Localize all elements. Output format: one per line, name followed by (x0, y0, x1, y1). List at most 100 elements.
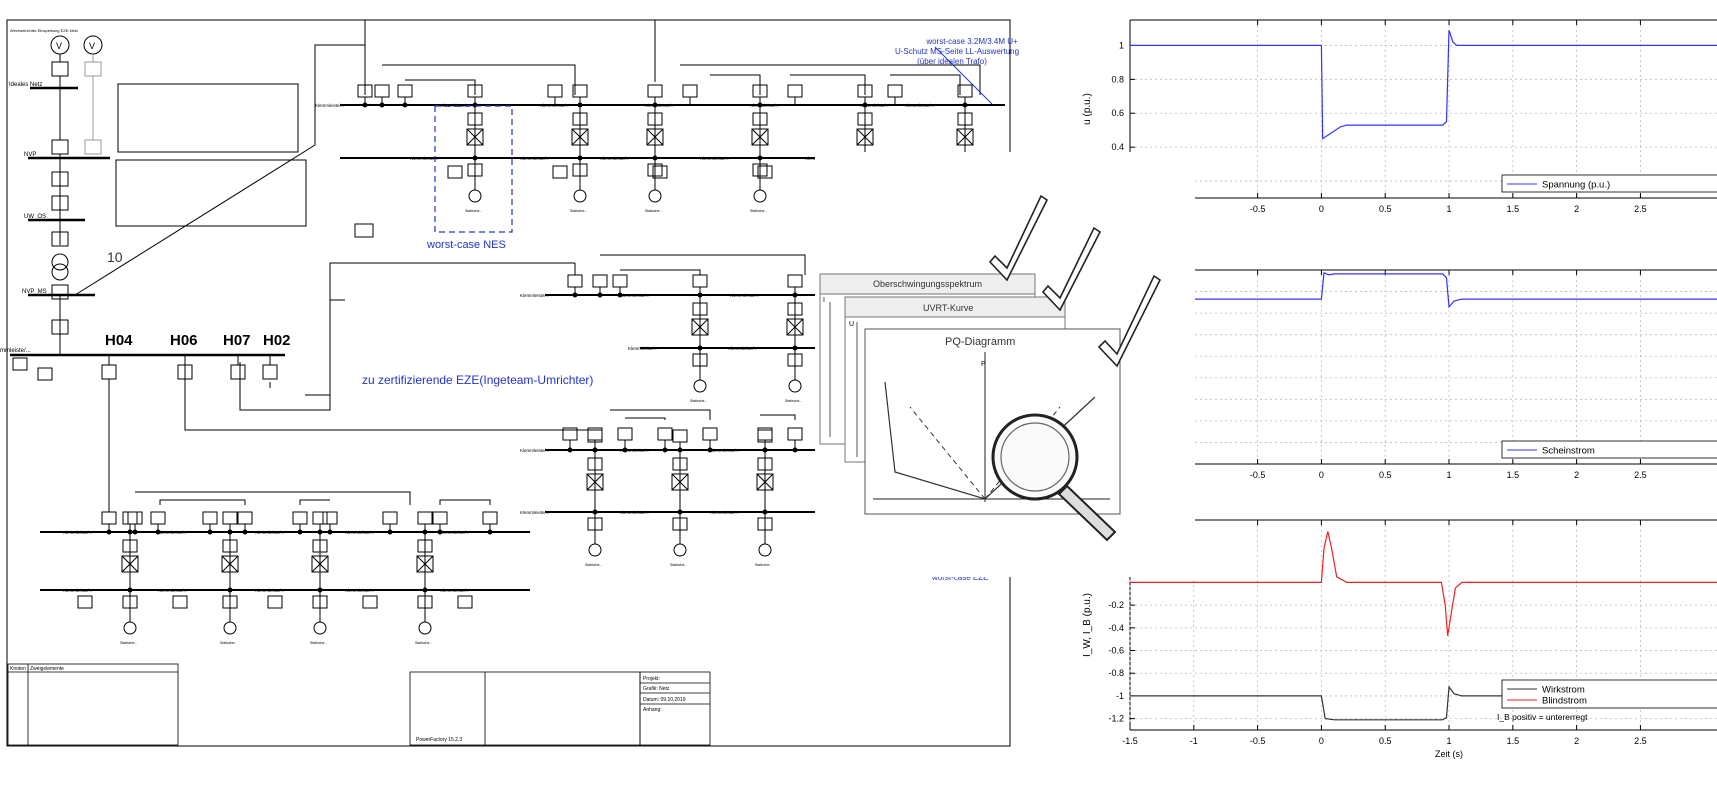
klemmleiste-label: Klemmleiste/... (728, 346, 758, 351)
x-tick-label: -1.5 (1122, 736, 1138, 746)
title-block-powerfactory: PowerFactory 15.2.3 (416, 737, 462, 743)
station-label: Statische... (585, 563, 602, 567)
worst-case-top-line2: U-Schutz MS-Seite LL-Auswertung (895, 47, 1019, 56)
klemmleiste-label: Klemmleiste/... (345, 530, 375, 535)
klemmleiste-label: Klemmleiste/... (860, 103, 890, 108)
transformer-tap-label: 10 (107, 249, 123, 265)
klemmleiste-label: Klemmleiste/... (255, 530, 285, 535)
klemmleiste-label: Klemmleiste/... (158, 588, 188, 593)
klemmleiste-label: Klemmleiste/... (410, 156, 440, 161)
y-tick-label: -0.8 (1108, 668, 1124, 678)
x-tick-label: 0 (1319, 470, 1324, 480)
plot-annotation: I_B positiv = untererregt (1497, 712, 1588, 722)
worst-case-eze-label: worst-case EZE (931, 573, 988, 582)
plot-legend: Spannung (p.u.) (1501, 174, 1717, 193)
checkmark-icon-2 (1041, 226, 1102, 312)
series-line-wirkstrom (1130, 685, 1717, 721)
legend-entry: Blindstrom (1542, 696, 1587, 707)
station-label: Statische... (415, 641, 432, 645)
klemmleiste-label: Klemmleiste/... (520, 448, 550, 453)
station-label: Statische... (645, 209, 662, 213)
klemmleiste-label: Klemmleiste/... (645, 103, 675, 108)
card1-axis-i: I (823, 297, 825, 304)
station-label: Statische... (570, 209, 587, 213)
legend-entry: Spannung (p.u.) (1542, 180, 1610, 191)
klemmleiste-label: Klemmleiste/... (700, 156, 730, 161)
y-tick-label: -0.6 (1108, 646, 1124, 656)
card2-title: UVRT-Kurve (923, 303, 973, 313)
y-tick-label: 0.8 (1111, 74, 1124, 84)
voltage-source-2-label: V (89, 41, 95, 51)
y-tick-label: 0.4 (1111, 142, 1124, 152)
station-label: Statische... (755, 563, 772, 567)
y-tick-label: -0.4 (1108, 623, 1124, 633)
klemmleiste-label: Klemmleiste/... (440, 103, 470, 108)
klemmleiste-label: Klemmleiste/... (63, 588, 93, 593)
klemmleiste-label: Klemmleiste/... (255, 588, 285, 593)
plot-legend: Scheinstrom (1501, 440, 1717, 459)
klemmleiste-label: Klemmleiste/... (600, 156, 630, 161)
legend-entry: Wirkstrom (1542, 685, 1585, 696)
network-schematic: Wechselrichter-Einspeisung EZE-Netz V V … (0, 19, 1019, 747)
worst-case-nes-label: worst-case NES (426, 239, 506, 251)
klemmleiste-label: Klemmleiste/... (520, 156, 550, 161)
title-block (7, 663, 711, 746)
x-tick-label: 2 (1574, 470, 1579, 480)
x-tick-label: 1 (1447, 736, 1452, 746)
feeder-label-h04: H04 (105, 332, 133, 349)
y-tick-label: -1.2 (1108, 714, 1124, 724)
card2-axis-u: U (849, 321, 854, 328)
klemmleiste-label: Klemmleiste/... (540, 103, 570, 108)
x-tick-label: 1 (1447, 470, 1452, 480)
title-block-projekt: Projekt: (643, 676, 660, 682)
klemmleiste-label: Klemmleiste/... (440, 530, 470, 535)
x-tick-label: 0.5 (1379, 736, 1392, 746)
verification-illustration: Oberschwingungsspektrum I UVRT-Kurve U P… (815, 152, 1195, 577)
klemmleiste-label: Klemmleiste/... (520, 293, 550, 298)
klemmleiste-label: Klemmleiste/... (315, 103, 345, 108)
station-label: Statische... (785, 399, 802, 403)
worst-case-top-line1: worst-case 3.2M/3.4M U+ (925, 37, 1018, 46)
card3-axis-p: P (981, 361, 986, 368)
y-axis-label: I_W, I_B (p.u.) (1082, 593, 1093, 657)
station-label: Statische... (310, 641, 327, 645)
klemmleiste-label: Klemmleiste/... (520, 510, 550, 515)
station-label: Statische... (120, 641, 137, 645)
worst-case-nes-box (434, 105, 513, 233)
x-tick-label: 2.5 (1634, 736, 1647, 746)
zertifizierende-eze-label: zu zertifizierende EZE(Ingeteam-Umrichte… (362, 373, 593, 387)
klemmleiste-label: Klemmleiste/... (710, 448, 740, 453)
feeder-label-h06: H06 (170, 332, 198, 349)
title-block-datum: Datum: 09.10.2019 (643, 697, 686, 703)
x-axis-label: Zeit (s) (1435, 749, 1463, 759)
series-line-scheinstrom (1130, 272, 1717, 309)
y-tick-label: -1 (1116, 691, 1124, 701)
station-label: Statische... (465, 209, 482, 213)
x-tick-label: 1 (1447, 204, 1452, 214)
worst-case-top-line3: (über idealen Trafo) (917, 57, 987, 66)
legend-entry: Scheinstrom (1542, 446, 1595, 457)
x-tick-label: 0 (1319, 204, 1324, 214)
station-label: Statische... (750, 209, 767, 213)
klemmleiste-label: Klemmleiste/... (345, 588, 375, 593)
klemmleiste-label: Klemmleiste/... (628, 346, 658, 351)
y-tick-label: 1 (1119, 40, 1124, 50)
klemmleiste-label: Klemmleiste/... (620, 448, 650, 453)
klemmleiste-label: Klemmleiste/... (750, 103, 780, 108)
x-tick-label: 1.5 (1507, 470, 1520, 480)
klemmleiste-label: Klemmleiste/... (905, 103, 935, 108)
checkmark-icon-3 (1097, 274, 1162, 368)
x-tick-label: 0.5 (1379, 204, 1392, 214)
title-block-zweig: Zweigelemente (30, 666, 64, 672)
klemmleiste-label: Klemmleiste/... (730, 293, 760, 298)
voltage-source-1-label: V (56, 41, 62, 51)
series-line-blindstrom (1130, 531, 1717, 636)
station-label: Statische... (690, 399, 707, 403)
x-tick-label: 2.5 (1634, 470, 1647, 480)
bus-label-mmleiste: mmleiste/... (0, 348, 31, 354)
